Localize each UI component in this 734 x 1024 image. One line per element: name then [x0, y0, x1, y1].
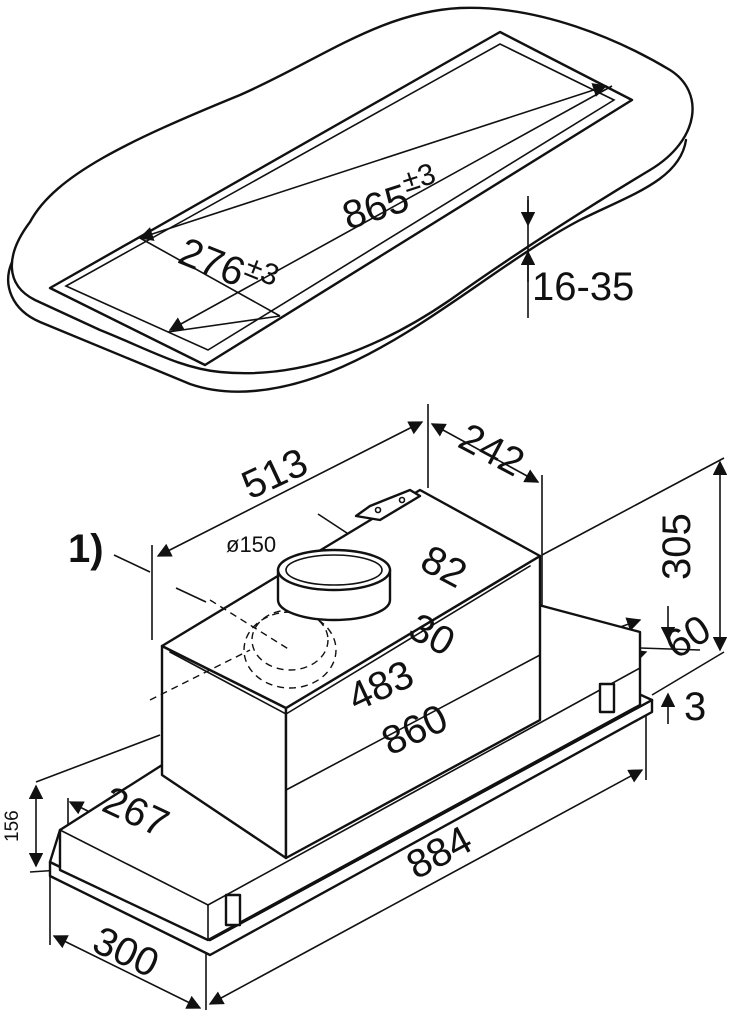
side-height-label: 156 [2, 810, 23, 842]
hood-body [149, 488, 542, 860]
mounting-clip-right [598, 682, 616, 714]
cutout-width-arrow [168, 85, 613, 331]
frame-thickness-label: 3 [684, 685, 706, 729]
cutout-dimensions [138, 83, 613, 333]
panel-depth-label: 300 [86, 918, 165, 986]
top-length-label: 513 [235, 440, 314, 508]
total-height-label: 305 [655, 513, 699, 580]
duct-collar-rim [276, 548, 392, 592]
footnote-marker: 1) [68, 527, 104, 571]
top-depth-label: 242 [452, 415, 532, 485]
cutout-thickness-label: 16-35 [532, 265, 634, 309]
frame-height-label: 60 [657, 607, 718, 668]
duct-diameter-label: ø150 [226, 532, 276, 557]
mounting-clip-left [224, 893, 242, 927]
cutout-length-line [138, 83, 608, 241]
cutout-width-line [167, 315, 281, 333]
